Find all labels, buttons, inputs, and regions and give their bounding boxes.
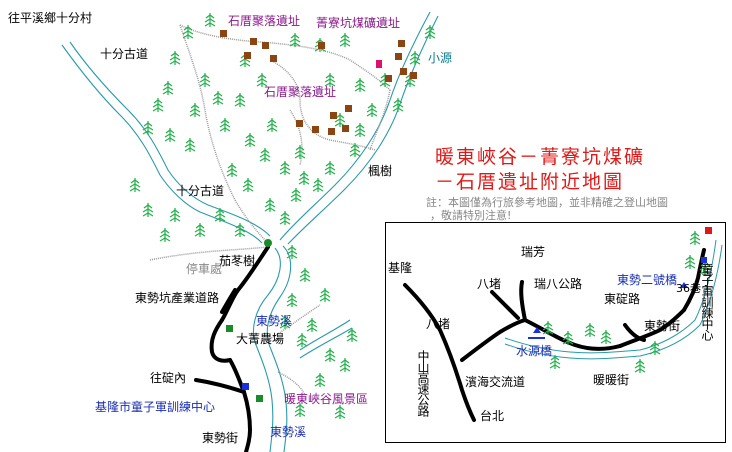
inset-label-zhongshan-highway: 中山高速公路 <box>416 350 430 416</box>
inset-label-badu-top: 八堵 <box>477 277 502 291</box>
map-note-line-2: ，敬請特別注意! <box>430 209 512 222</box>
label-jingliaokeng-coal-mine: 菁寮坑煤礦遺址 <box>316 16 401 30</box>
label-shifen-trail-top: 十分古道 <box>100 47 149 61</box>
mine-marker <box>376 60 382 68</box>
label-shifen-trail-mid: 十分古道 <box>176 184 225 198</box>
bridge-marker-2 <box>680 282 688 288</box>
label-dongshi-creek-mid: 東勢溪 <box>256 314 293 328</box>
inset-label-dongshi-street: 東勢街 <box>644 319 681 333</box>
ruin-markers <box>220 30 417 135</box>
label-xiaoyuan: 小源 <box>428 51 453 65</box>
label-daqing-farm: 大菁農場 <box>236 332 285 346</box>
farm-marker <box>226 325 233 332</box>
label-maple-tree: 楓樹 <box>368 164 393 178</box>
label-stone-house-site-south: 石厝聚落遺址 <box>264 85 337 99</box>
bridge-marker <box>533 327 541 333</box>
inset-center-marker <box>701 257 707 263</box>
label-dongshi-street: 東勢街 <box>202 431 239 445</box>
inset-creeks <box>504 239 723 360</box>
tree-site-marker <box>264 239 272 247</box>
inset-label-shuiyuan-bridge: 水源橋 <box>516 344 553 358</box>
inset-label-nuannuan-street: 暖暖街 <box>593 373 630 387</box>
label-dongshi-industrial-road: 東勢坑產業道路 <box>135 291 220 305</box>
inset-label-binhai-interchange: 濱海交流道 <box>465 375 526 389</box>
inset-label-dongshi-bridge-2: 東勢二號橋 <box>617 273 678 287</box>
label-jiaoling-tree: 茄苳樹 <box>219 254 256 268</box>
trails <box>149 24 391 396</box>
river-creeks <box>61 11 439 452</box>
inset-label-dongding-road: 東碇路 <box>604 292 641 306</box>
label-wangdingnei: 往碇內 <box>150 371 187 385</box>
center-marker <box>242 383 249 390</box>
label-nuandong-scenic-area: 暖東峽谷風景區 <box>284 392 369 406</box>
inset-label-badu-left: 八堵 <box>426 317 451 331</box>
scenic-marker <box>256 395 263 402</box>
label-to-pingxi-shifen: 往平溪鄉十分村 <box>8 11 93 25</box>
label-boy-scout-center: 基隆市童子軍訓練中心 <box>95 400 216 414</box>
map-title-line-1: 暖東峽谷－菁寮坑煤礦 <box>435 146 646 168</box>
inset-map-frame <box>385 222 726 443</box>
inset-label-keelung: 基隆 <box>388 261 413 275</box>
inset-label-lane-36: 36巷 <box>676 282 701 295</box>
map-title-line-2: －石厝遺址附近地圖 <box>435 171 625 193</box>
inset-label-boy-scout-vertical: 童子軍訓練中心 <box>700 263 714 340</box>
inset-label-taipei: 台北 <box>480 409 505 423</box>
inset-mine-marker <box>705 227 712 234</box>
label-stone-house-site-north: 石厝聚落遺址 <box>228 14 301 28</box>
inset-label-ruifang: 瑞芳 <box>521 245 546 259</box>
label-dongshi-creek-bottom: 東勢溪 <box>270 425 307 439</box>
inset-label-ruiba-road: 瑞八公路 <box>534 277 583 291</box>
map-note-line-1: 註：本圖僅為行旅參考地圖，並非精確之登山地圖 <box>426 196 668 209</box>
label-parking: 停車處 <box>186 262 223 276</box>
